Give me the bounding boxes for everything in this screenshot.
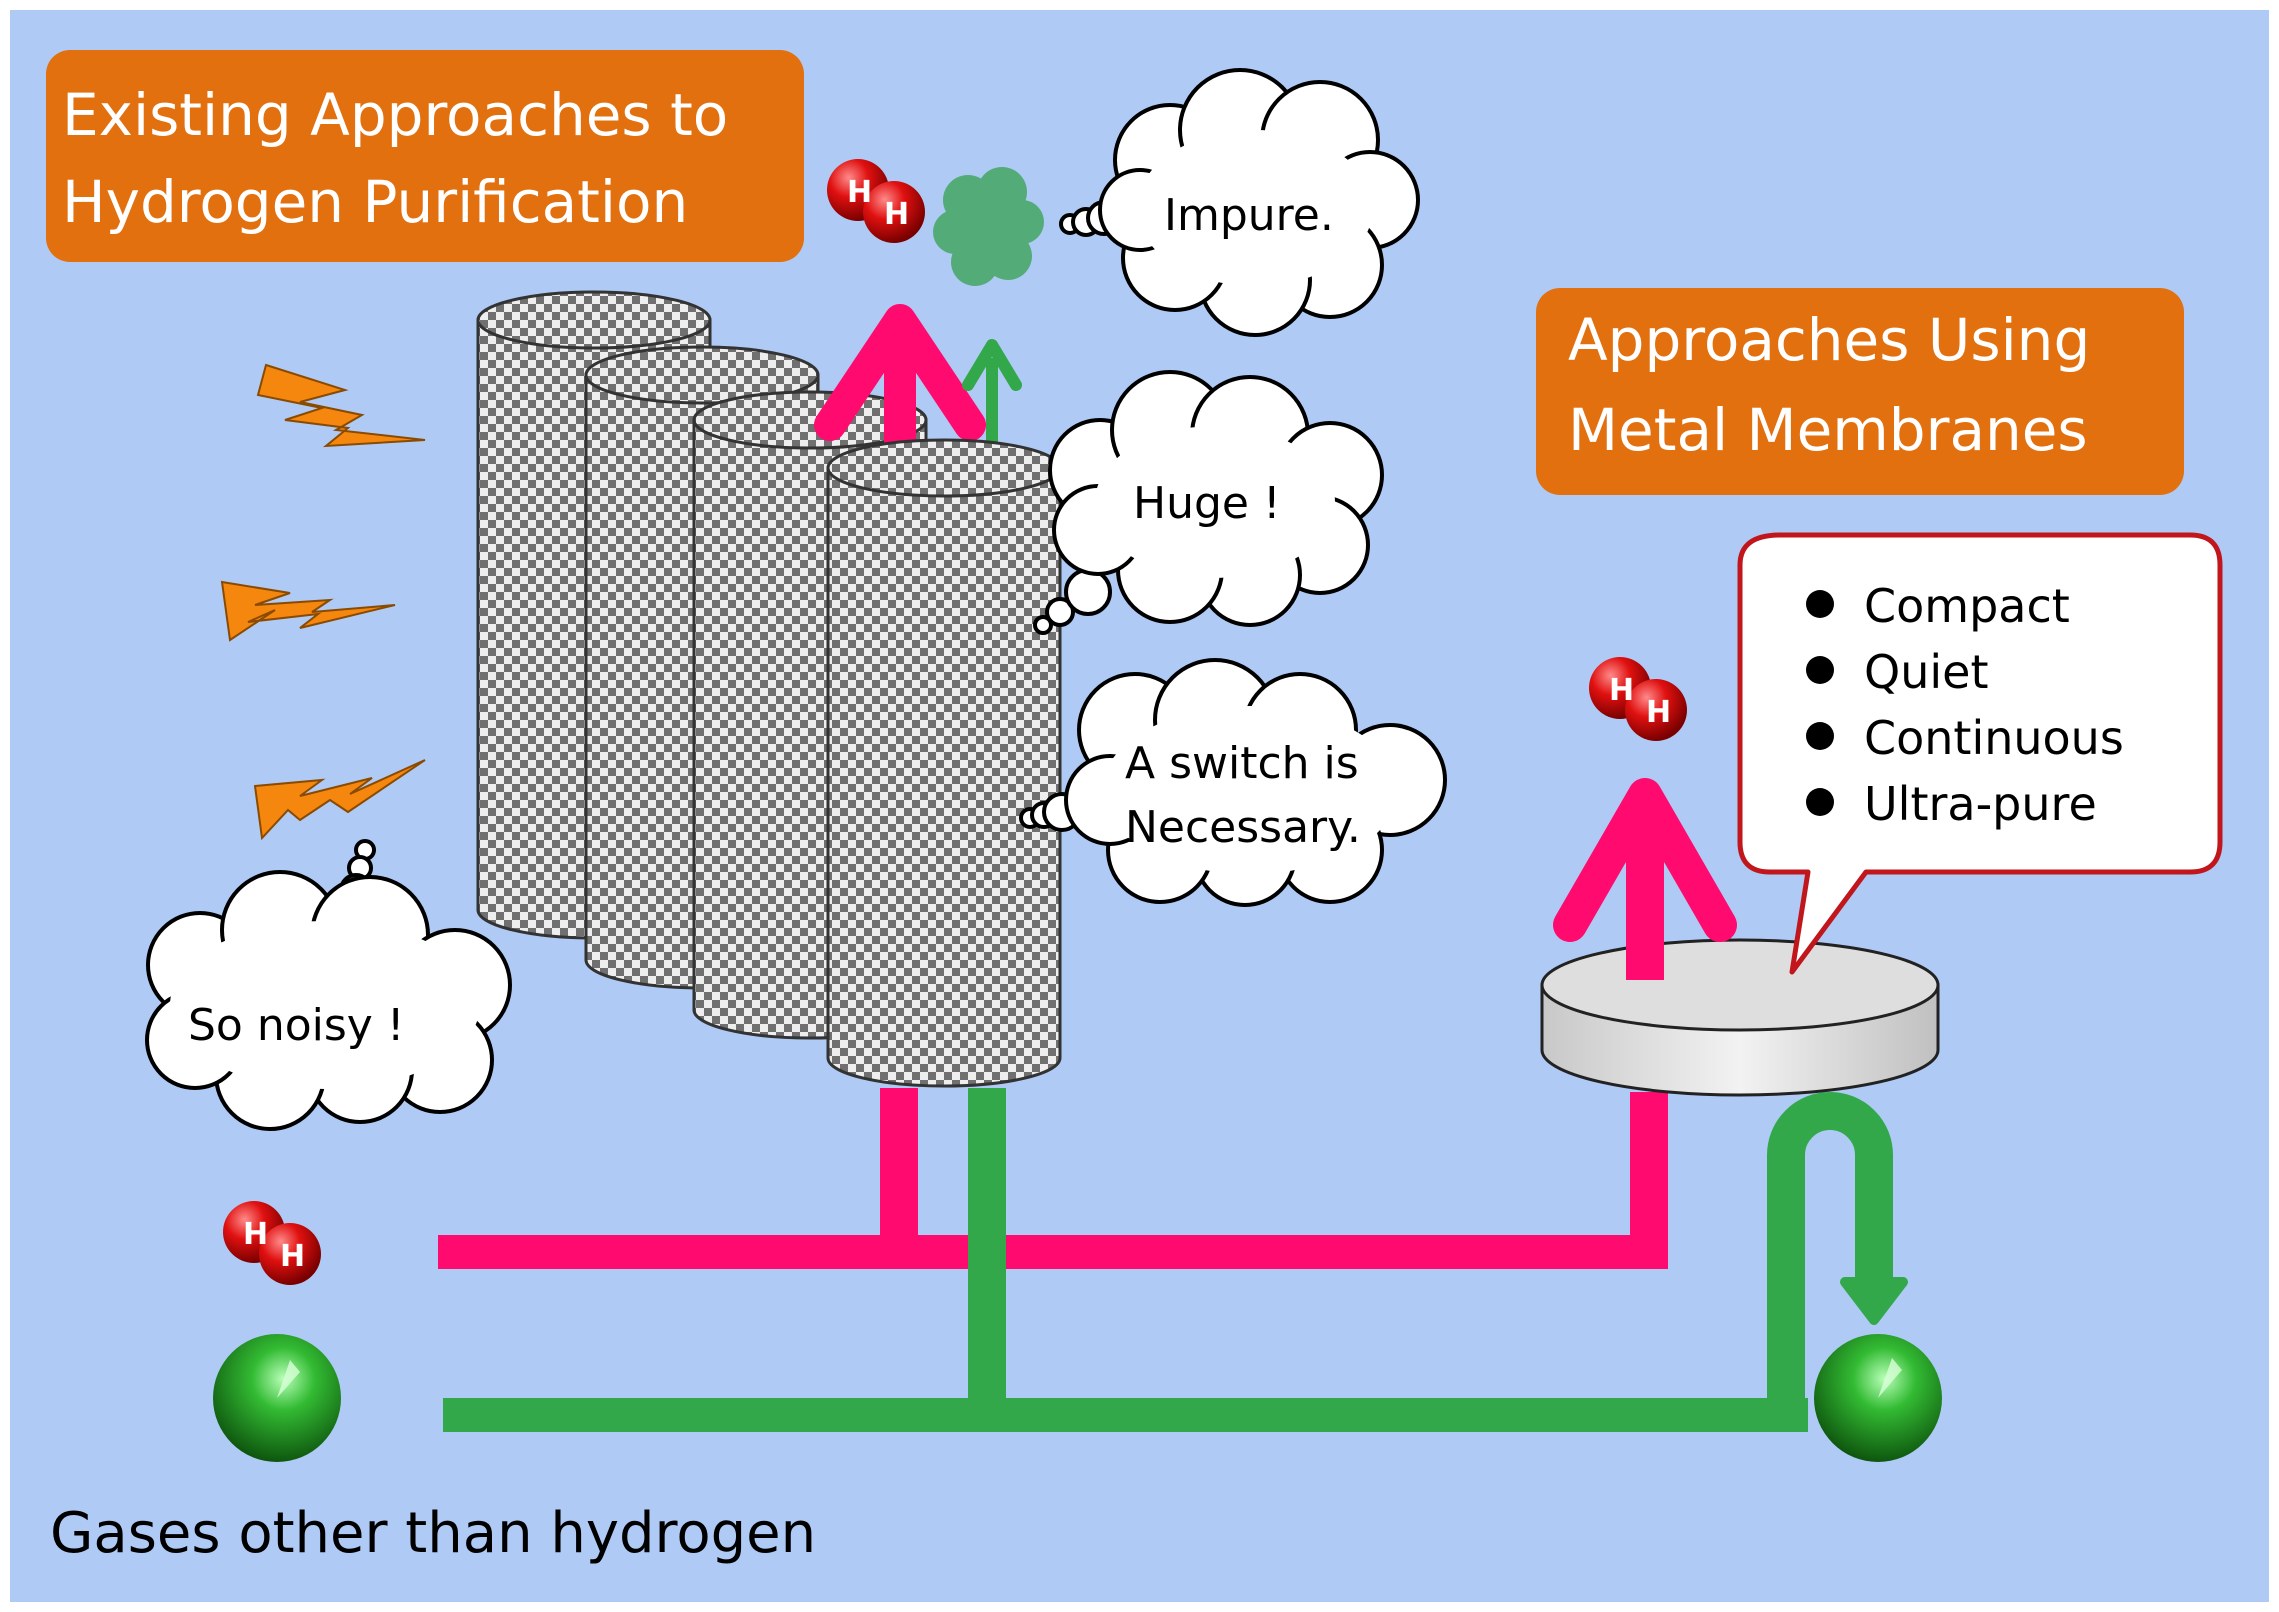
svg-text:Metal Membranes: Metal Membranes [1568,396,2088,464]
other-gases-label: Gases other than hydrogen [50,1501,816,1566]
hydrogen-molecule-top: H H [827,159,925,243]
thought-bubble-impure: Impure. [1059,68,1420,337]
svg-text:H: H [1609,673,1634,708]
metal-membrane-disk [1540,938,1940,1097]
svg-text:Necessary.: Necessary. [1125,802,1361,853]
hydrogen-pipe [438,1088,1668,1269]
existing-approaches-title: Existing Approaches to Hydrogen Purifica… [46,50,804,262]
svg-text:Quiet: Quiet [1864,645,1988,699]
thought-bubble-huge: Huge ! [1033,370,1384,635]
hydrogen-output-arrow [814,304,986,475]
adsorption-cylinder-front [826,438,1062,1088]
svg-text:Ultra-pure: Ultra-pure [1864,777,2097,831]
hydrogen-molecule-input: H H [223,1201,321,1285]
svg-text:So noisy !: So noisy ! [188,1000,404,1051]
lightning-bolt-icon [253,759,426,841]
bullet-icon [1806,590,1834,618]
bullet-icon [1806,656,1834,684]
lightning-bolt-icon [220,580,396,642]
svg-text:Huge !: Huge ! [1133,478,1281,529]
lightning-bolt-icon [256,363,426,448]
svg-text:Existing Approaches to: Existing Approaches to [62,81,728,149]
svg-text:Impure.: Impure. [1164,190,1334,241]
other-gas-pipe [443,1088,1908,1432]
other-gas-ball-input [213,1334,341,1462]
bullet-icon [1806,722,1834,750]
thought-bubble-switch: A switch is Necessary. [1019,658,1447,907]
svg-text:A switch is: A switch is [1125,738,1359,789]
svg-text:Hydrogen Purification: Hydrogen Purification [62,168,688,236]
bullet-icon [1806,788,1834,816]
svg-text:H: H [884,197,909,232]
hydrogen-molecule-membrane: H H [1589,657,1687,741]
svg-text:H: H [280,1239,305,1274]
svg-text:Compact: Compact [1864,579,2070,633]
svg-text:H: H [243,1217,268,1252]
svg-text:H: H [847,175,872,210]
metal-membranes-title: Approaches Using Metal Membranes [1536,288,2184,495]
svg-text:Approaches Using: Approaches Using [1568,306,2090,374]
other-gas-ball-output [1814,1334,1942,1462]
svg-text:H: H [1646,695,1671,730]
thought-bubble-noisy: So noisy ! [145,839,512,1131]
impurity-cloud [933,167,1044,286]
benefits-callout: Compact Quiet Continuous Ultra-pure [1737,532,2223,975]
membrane-hydrogen-arrow [1553,778,1737,980]
svg-text:Continuous: Continuous [1864,711,2124,765]
